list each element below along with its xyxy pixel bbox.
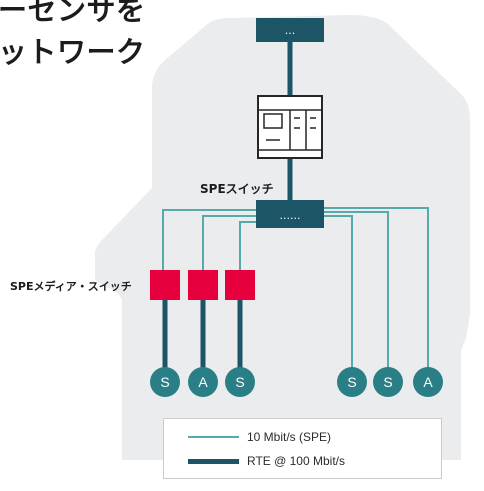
sensor-node: S bbox=[337, 367, 367, 397]
actuator-node: A bbox=[188, 367, 218, 397]
spe-line-media-2 bbox=[202, 215, 256, 272]
sensor-node: S bbox=[150, 367, 180, 397]
spe-switch-label: SPEスイッチ bbox=[200, 182, 274, 196]
spe-lines bbox=[162, 207, 429, 370]
legend-label-rte: RTE @ 100 Mbit/s bbox=[247, 454, 345, 468]
media-switch-1 bbox=[150, 270, 180, 300]
top-device bbox=[256, 18, 324, 42]
top-device-label: ... bbox=[285, 24, 296, 37]
legend-row-spe: 10 Mbit/s (SPE) bbox=[188, 430, 331, 444]
spe-line-node-5 bbox=[324, 211, 389, 370]
plc-controller-icon bbox=[257, 95, 323, 159]
sensor-node: S bbox=[373, 367, 403, 397]
sensor-node: S bbox=[225, 367, 255, 397]
media-switch-3 bbox=[225, 270, 255, 300]
legend: 10 Mbit/s (SPE) RTE @ 100 Mbit/s bbox=[163, 418, 442, 479]
spe-line-node-4 bbox=[324, 215, 353, 370]
background-shape bbox=[95, 15, 470, 460]
legend-swatch-rte bbox=[188, 458, 239, 464]
spe-switch-box bbox=[256, 200, 324, 228]
spe-line-media-1 bbox=[162, 209, 256, 272]
rte-drop-lines bbox=[162, 300, 243, 370]
legend-row-rte: RTE @ 100 Mbit/s bbox=[188, 454, 345, 468]
spe-line-node-6 bbox=[324, 207, 429, 370]
title-line-1: ーセンサを bbox=[0, 0, 146, 27]
spe-switch-box-text: ...... bbox=[280, 209, 301, 222]
legend-swatch-spe bbox=[188, 436, 239, 438]
media-switch-2 bbox=[188, 270, 218, 300]
legend-label-spe: 10 Mbit/s (SPE) bbox=[247, 430, 332, 444]
title-line-2: ットワーク bbox=[0, 35, 146, 69]
media-switch-label: SPEメディア・スイッチ bbox=[10, 280, 132, 293]
actuator-node: A bbox=[413, 367, 443, 397]
spe-line-media-3 bbox=[239, 221, 256, 272]
